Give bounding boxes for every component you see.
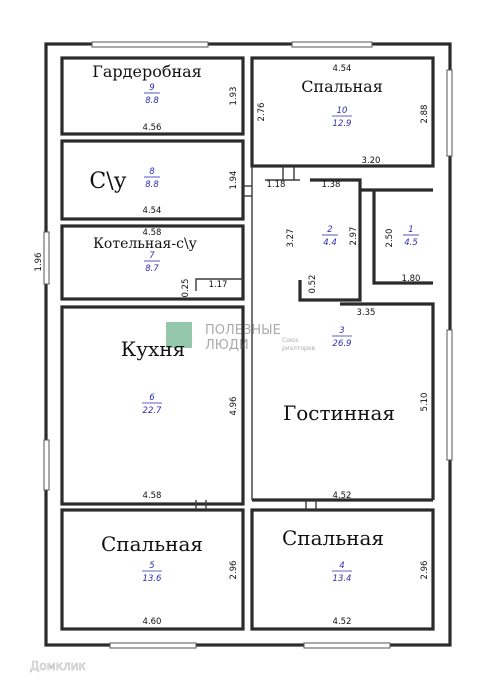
hall-area: 4.4 xyxy=(323,238,337,248)
hall-d2: 1.38 xyxy=(322,180,341,190)
bath-width-2: 4.58 xyxy=(143,228,162,238)
bedroom-left-height: 2.96 xyxy=(229,561,239,580)
bedroom-right-area: 13.4 xyxy=(333,574,352,584)
door-marks xyxy=(195,166,317,510)
closet-width: 1.80 xyxy=(402,274,421,284)
hall-number: 2 xyxy=(327,225,332,235)
wardrobe-number: 9 xyxy=(149,83,154,93)
wardrobe-area: 8.8 xyxy=(145,96,159,106)
bedroom-top-width: 4.54 xyxy=(333,64,352,74)
bedroom-right-wall xyxy=(250,508,435,631)
closet-height: 2.50 xyxy=(385,229,395,248)
kitchen-width: 4.58 xyxy=(143,491,162,501)
watermark-sub2: риэлторов xyxy=(282,345,315,352)
bedroom-top-height: 2.88 xyxy=(420,105,430,124)
bedroom-left-wall xyxy=(60,508,245,631)
boiler-d2: 1.17 xyxy=(209,280,228,290)
closet-number: 1 xyxy=(408,225,413,235)
bedroom-left-area: 13.6 xyxy=(143,574,163,584)
watermark-line1: ПОЛЕЗНЫЕ xyxy=(205,323,281,338)
kitchen-wall xyxy=(60,305,245,506)
bedroom-left-name: Спальная xyxy=(101,532,203,556)
boiler-inner-line xyxy=(195,278,243,291)
kitchen-area: 22.7 xyxy=(143,406,163,416)
bath-width: 4.54 xyxy=(143,206,162,216)
hall-d1: 1.18 xyxy=(267,180,286,190)
window-bottom-left xyxy=(109,642,197,649)
bedroom-right-height: 2.96 xyxy=(420,561,430,580)
bedroom-top-number: 10 xyxy=(337,106,348,116)
bedroom-right-width: 4.52 xyxy=(333,617,352,627)
wardrobe-wall xyxy=(60,56,245,136)
window-top-left xyxy=(91,41,209,48)
bedroom-top-area: 12.9 xyxy=(333,119,352,129)
wardrobe-height: 1.93 xyxy=(229,87,239,106)
living-width: 3.35 xyxy=(357,308,376,318)
watermark-sub1: Союз xyxy=(282,337,298,344)
bedroom-right-number: 4 xyxy=(339,561,344,571)
bedroom-left-width: 4.60 xyxy=(143,617,162,627)
kitchen-name: Кухня xyxy=(121,337,185,361)
watermark-logo: ПОЛЕЗНЫЕ ЛЮДИ Союз риэлторов xyxy=(166,322,315,353)
living-width-2: 4.52 xyxy=(333,491,352,501)
bath-wall xyxy=(60,139,245,221)
hall-wall xyxy=(298,178,362,302)
bath-number: 8 xyxy=(149,167,155,177)
window-bottom-right xyxy=(303,642,391,649)
bedroom-top-wall xyxy=(250,56,435,168)
boiler-number: 7 xyxy=(149,251,155,261)
boiler-wall xyxy=(60,224,245,301)
wardrobe-name: Гардеробная xyxy=(92,62,202,81)
bedroom-top-width-2: 3.20 xyxy=(362,156,381,166)
bedroom-top-name: Спальная xyxy=(301,77,383,96)
hall-d3: 0.52 xyxy=(308,275,318,294)
closet-area: 4.5 xyxy=(404,238,418,248)
hall-height-2: 2.97 xyxy=(349,227,359,246)
watermark-corner: Домклик xyxy=(30,659,86,673)
window-top-right xyxy=(291,41,373,48)
kitchen-height: 4.96 xyxy=(229,397,239,416)
window-left-1 xyxy=(43,231,50,285)
living-name: Гостинная xyxy=(283,401,395,425)
living-height: 5.10 xyxy=(420,393,430,412)
watermark-line2: ЛЮДИ xyxy=(205,338,249,353)
window-left-2 xyxy=(43,439,50,491)
hall-height: 3.27 xyxy=(286,229,296,248)
window-right-1 xyxy=(446,69,453,157)
kitchen-number: 6 xyxy=(149,393,155,403)
living-top-wall xyxy=(340,302,435,500)
living-area: 26.9 xyxy=(333,339,352,349)
closet-wall-bottom xyxy=(372,190,433,285)
bedroom-right-name: Спальная xyxy=(282,526,384,550)
bedroom-top-height-2: 2.76 xyxy=(257,103,267,122)
window-right-2 xyxy=(446,329,453,461)
bath-name: С\у xyxy=(89,169,126,194)
bath-area: 8.8 xyxy=(145,180,159,190)
bedroom-left-number: 5 xyxy=(149,561,154,571)
living-number: 3 xyxy=(339,326,344,336)
bath-height: 1.94 xyxy=(229,171,239,190)
boiler-d1: 0.25 xyxy=(181,279,191,298)
wardrobe-width: 4.56 xyxy=(143,123,162,133)
boiler-area: 8.7 xyxy=(145,264,159,274)
boiler-name: Котельная-с\у xyxy=(93,236,198,252)
boiler-height: 1.96 xyxy=(34,253,44,272)
